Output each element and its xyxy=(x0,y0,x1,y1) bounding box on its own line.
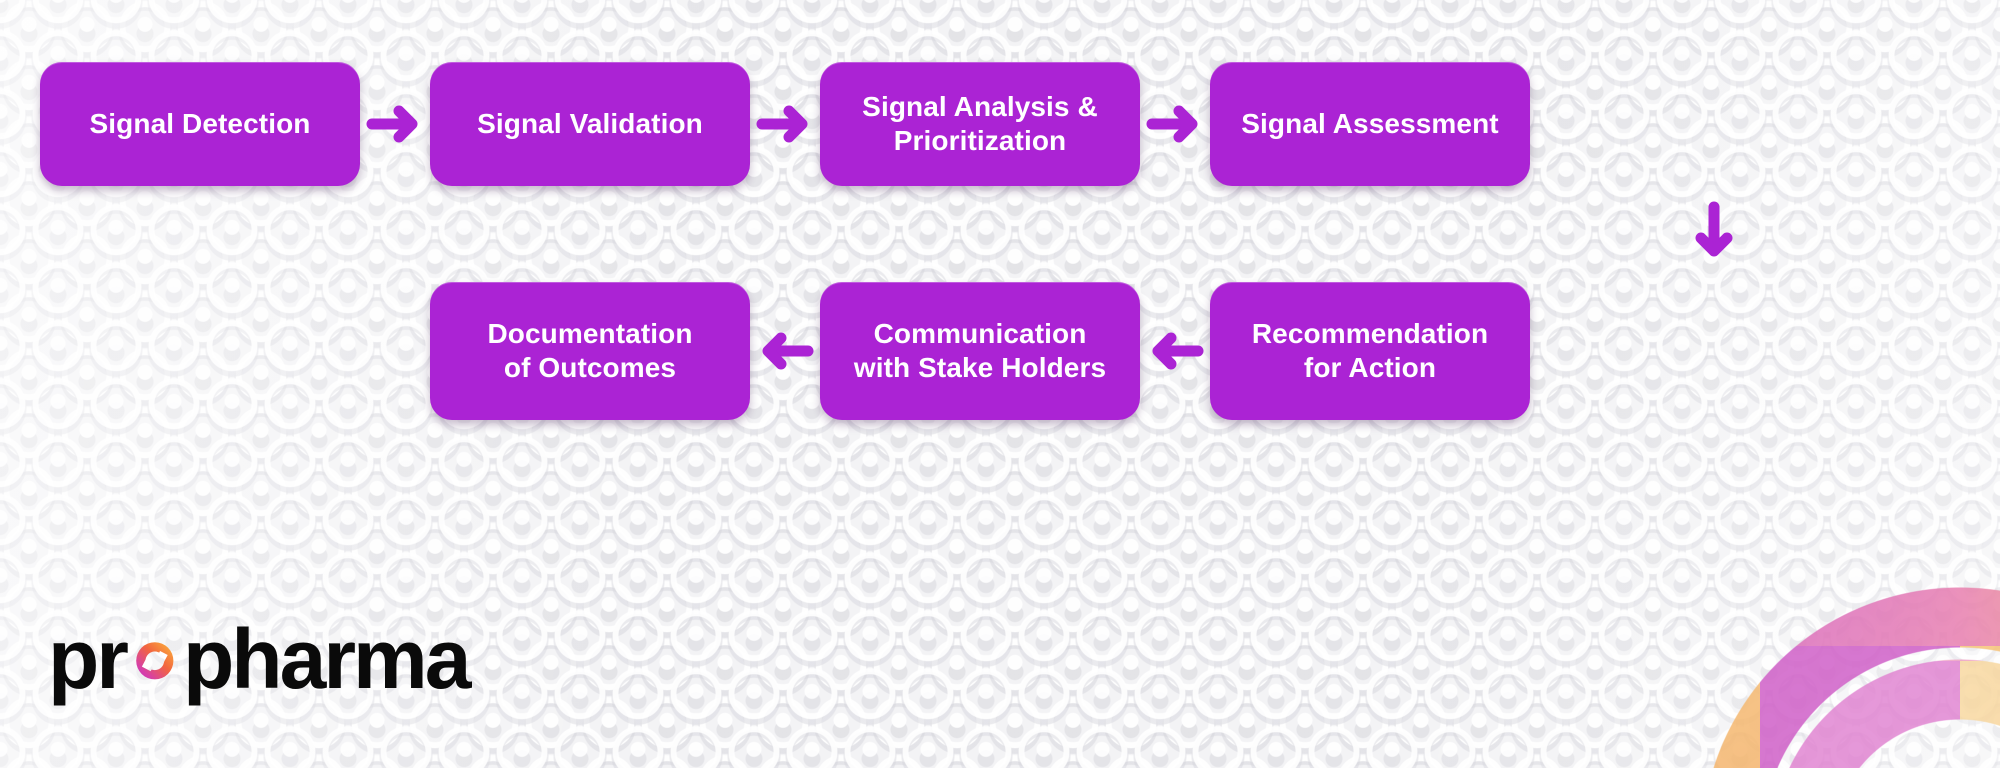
arrow-left-icon xyxy=(1146,329,1204,373)
arrow-right-icon xyxy=(366,102,424,146)
flow-node-recommendation-for-action[interactable]: Recommendation for Action xyxy=(1210,282,1530,420)
arrow-right-icon xyxy=(756,102,814,146)
connector-arrow-right-2 xyxy=(750,98,820,150)
flow-node-label: Signal Assessment xyxy=(1241,108,1499,140)
flow-node-signal-analysis-prioritization[interactable]: Signal Analysis & Prioritization xyxy=(820,62,1140,186)
connector-arrow-left-1 xyxy=(1140,325,1210,377)
propharma-logo[interactable]: pr pharma xyxy=(48,612,508,706)
flow-node-signal-assessment[interactable]: Signal Assessment xyxy=(1210,62,1530,186)
flow-node-label: Communication with Stake Holders xyxy=(853,318,1107,383)
flow-node-communication-with-stakeholders[interactable]: Communication with Stake Holders xyxy=(820,282,1140,420)
logo-text-pre: pr xyxy=(48,612,128,706)
flow-node-label: Signal Validation xyxy=(477,108,703,140)
flow-row-bottom: Documentation of Outcomes Communication … xyxy=(430,282,1530,420)
flow-node-signal-validation[interactable]: Signal Validation xyxy=(430,62,750,186)
flow-node-label: Signal Analysis & Prioritization xyxy=(862,91,1098,156)
flow-node-signal-detection[interactable]: Signal Detection xyxy=(40,62,360,186)
logo-text-post: pharma xyxy=(183,612,473,706)
arrow-down-icon xyxy=(1692,201,1736,270)
connector-arrow-right-3 xyxy=(1140,98,1210,150)
arrow-right-icon xyxy=(1146,102,1204,146)
connector-arrow-left-2 xyxy=(750,325,820,377)
gradient-ring-o-icon xyxy=(130,636,180,686)
flow-node-label: Signal Detection xyxy=(89,108,311,140)
flow-node-label: Recommendation for Action xyxy=(1251,318,1489,383)
connector-arrow-right-1 xyxy=(360,98,430,150)
flow-node-label: Documentation of Outcomes xyxy=(487,318,693,383)
flow-row-top: Signal Detection Signal Validation S xyxy=(40,62,1530,186)
flow-node-documentation-of-outcomes[interactable]: Documentation of Outcomes xyxy=(430,282,750,420)
arrow-left-icon xyxy=(756,329,814,373)
connector-arrow-down xyxy=(1688,196,1740,274)
